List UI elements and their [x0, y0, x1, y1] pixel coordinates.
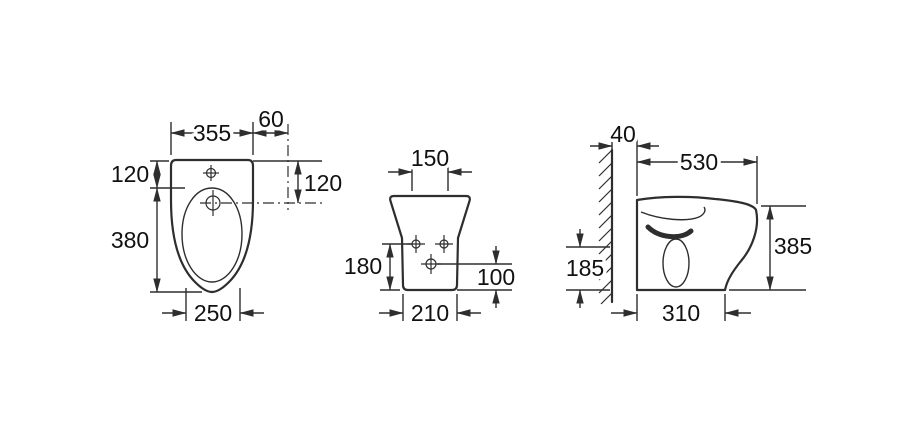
tap-hole [203, 165, 219, 181]
front-hole-height-label: 180 [344, 253, 382, 279]
wall-hatching [598, 149, 613, 305]
front-base-width-label: 210 [411, 300, 449, 326]
side-wall-gap-dimension: 40 [590, 118, 659, 196]
side-base-depth-dimension: 310 [611, 294, 751, 330]
plan-hole-depth-dimension: 120 [253, 160, 346, 204]
side-overall-height-label: 385 [774, 233, 812, 259]
bidet-front-outline [389, 194, 471, 292]
front-top-width-dimension: 150 [388, 142, 472, 191]
front-view: 150 180 100 210 [340, 142, 519, 330]
side-inlet-height-label: 185 [566, 255, 604, 281]
bidet-side-rim-line [640, 206, 706, 221]
plan-bowl-depth-dimension: 380 [107, 187, 202, 293]
side-view: 40 530 385 185 310 [562, 118, 816, 330]
side-base-depth-label: 310 [662, 300, 700, 326]
front-hole-height-dimension: 180 [340, 243, 412, 291]
front-outlet-height-dimension: 100 [437, 246, 519, 308]
plan-view: 355 60 120 380 120 250 [107, 103, 346, 330]
plan-back-depth-dimension: 120 [107, 158, 185, 191]
side-overall-depth-dimension: 530 [636, 146, 758, 204]
front-outlet-height-label: 100 [477, 264, 515, 290]
plan-bowl-depth-label: 380 [111, 227, 149, 253]
front-top-width-label: 150 [411, 145, 449, 171]
side-inlet-height-dimension: 185 [562, 229, 610, 308]
side-overall-height-dimension: 385 [729, 205, 816, 291]
plan-offset-dimension: 60 [252, 103, 289, 137]
fixing-hole-right [435, 235, 453, 253]
front-base-width-dimension: 210 [379, 294, 481, 330]
bidet-plan-outline [169, 158, 255, 294]
bidet-side-trap [662, 238, 690, 288]
plan-back-depth-label: 120 [111, 161, 149, 187]
plan-hole-depth-label: 120 [304, 170, 342, 196]
side-wall-gap-label: 40 [610, 121, 636, 147]
bidet-plan-bowl-rim [181, 187, 243, 283]
plan-base-width-dimension: 250 [162, 288, 264, 330]
plan-base-width-label: 250 [194, 300, 232, 326]
plan-width-dimension: 355 [170, 117, 254, 155]
bidet-side-bowl-section [645, 224, 694, 240]
plan-width-label: 355 [193, 120, 231, 146]
bidet-side-outline [635, 195, 759, 292]
side-overall-depth-label: 530 [680, 149, 718, 175]
plan-offset-label: 60 [258, 106, 284, 132]
